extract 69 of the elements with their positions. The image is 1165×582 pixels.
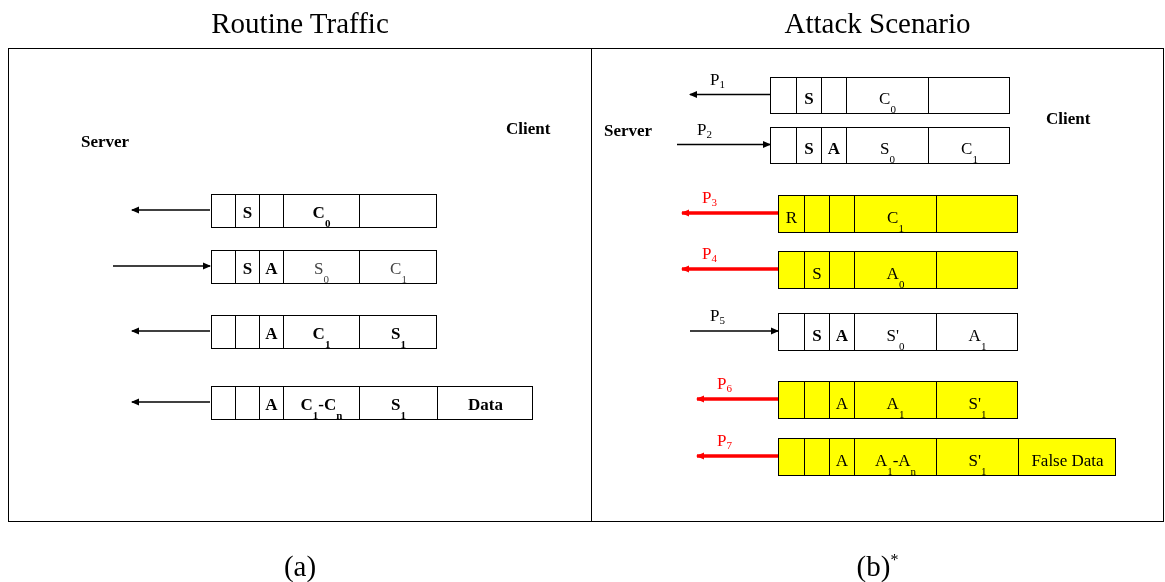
packet-field: S'$_{1}$ bbox=[936, 382, 1018, 418]
packet-field: S bbox=[804, 252, 829, 288]
endpoint-label: Client bbox=[506, 119, 551, 139]
packet-frame bbox=[778, 195, 1018, 233]
arrow bbox=[681, 265, 778, 273]
packet-frame bbox=[778, 438, 1116, 476]
packet-field: A bbox=[821, 128, 846, 163]
packet-field: A$_{1}$ bbox=[936, 314, 1018, 350]
panel-caption: (b)$^{*}$ bbox=[855, 550, 900, 582]
packet-field: C$_{0}$ bbox=[283, 195, 359, 227]
panel-title: Attack Scenario bbox=[783, 7, 972, 40]
packet-frame bbox=[211, 194, 437, 228]
arrow bbox=[131, 398, 211, 406]
packet-frame bbox=[211, 386, 533, 420]
packet-field: A bbox=[829, 314, 854, 350]
panel-caption: (a) bbox=[282, 550, 318, 582]
packet-field: A$_{1}$-A$_{n}$ bbox=[854, 439, 936, 475]
packet-field: False Data bbox=[1018, 439, 1116, 475]
packet-frame bbox=[770, 127, 1010, 164]
arrow bbox=[689, 327, 779, 335]
packet-field: S bbox=[235, 195, 259, 227]
packet-field: S bbox=[235, 251, 259, 283]
packet-frame bbox=[770, 77, 1010, 114]
packet-field: C$_{1}$ bbox=[359, 251, 437, 283]
packet-field: S bbox=[796, 78, 821, 113]
packet-field: C$_{1}$-C$_{n}$ bbox=[283, 387, 359, 419]
packet-field: C$_{1}$ bbox=[283, 316, 359, 348]
packet-field: A bbox=[259, 251, 283, 283]
packet-field: S'$_{1}$ bbox=[936, 439, 1018, 475]
arrow bbox=[112, 262, 211, 270]
edge-label: P$_{7}$ bbox=[717, 432, 732, 449]
packet-field: A bbox=[259, 316, 283, 348]
edge-label: P$_{6}$ bbox=[717, 375, 732, 392]
edge-label: P$_{5}$ bbox=[710, 307, 725, 324]
packet-frame bbox=[778, 251, 1018, 289]
endpoint-label: Server bbox=[81, 132, 130, 152]
packet-field: C$_{1}$ bbox=[854, 196, 936, 232]
endpoint-label: Client bbox=[1046, 109, 1091, 129]
arrow bbox=[131, 327, 211, 335]
packet-field: A bbox=[829, 382, 854, 418]
panel-title: Routine Traffic bbox=[210, 7, 390, 40]
packet-field: A bbox=[829, 439, 854, 475]
arrow bbox=[689, 91, 771, 98]
packet-field: A$_{0}$ bbox=[854, 252, 936, 288]
arrow bbox=[696, 452, 778, 460]
packet-frame bbox=[211, 250, 437, 284]
packet-field: S bbox=[804, 314, 829, 350]
packet-field: S$_{1}$ bbox=[359, 387, 437, 419]
packet-field: A$_{1}$ bbox=[854, 382, 936, 418]
packet-field: S'$_{0}$ bbox=[854, 314, 936, 350]
arrow bbox=[681, 209, 778, 217]
packet-field: S bbox=[796, 128, 821, 163]
edge-label: P$_{3}$ bbox=[702, 189, 717, 206]
packet-field: S$_{1}$ bbox=[359, 316, 437, 348]
packet-field: C$_{0}$ bbox=[846, 78, 928, 113]
edge-label: P$_{4}$ bbox=[702, 245, 717, 262]
arrow bbox=[676, 141, 771, 148]
packet-frame bbox=[778, 313, 1018, 351]
arrow bbox=[696, 395, 778, 403]
packet-field: A bbox=[259, 387, 283, 419]
packet-field: C$_{1}$ bbox=[928, 128, 1010, 163]
packet-frame bbox=[778, 381, 1018, 419]
endpoint-label: Server bbox=[604, 121, 653, 141]
packet-field: S$_{0}$ bbox=[283, 251, 359, 283]
packet-field: Data bbox=[437, 387, 533, 419]
arrow bbox=[131, 206, 211, 214]
packet-frame bbox=[211, 315, 437, 349]
packet-field: R bbox=[778, 196, 804, 232]
packet-field: S$_{0}$ bbox=[846, 128, 928, 163]
